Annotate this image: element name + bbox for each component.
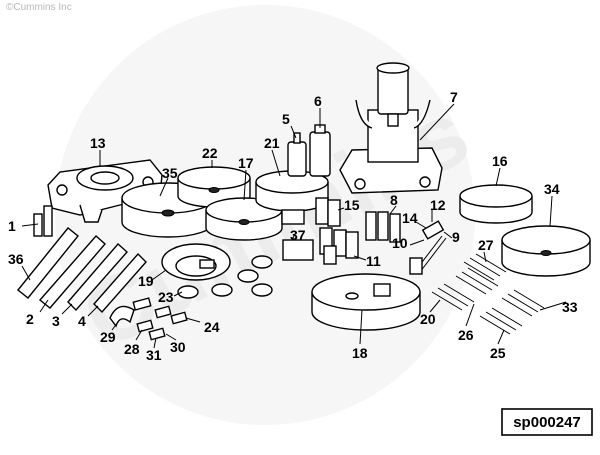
part-pin-sets — [431, 253, 545, 335]
callout-16: 16 — [492, 153, 508, 169]
callout-13: 13 — [90, 135, 106, 151]
callout-14: 14 — [402, 210, 418, 226]
part-5-6-bottles — [287, 124, 331, 177]
part-18-plate — [311, 273, 421, 331]
callout-25: 25 — [490, 345, 506, 361]
callout-8: 8 — [390, 192, 398, 208]
callout-10: 10 — [392, 235, 408, 251]
part-shafts — [17, 227, 147, 314]
callout-31: 31 — [146, 347, 162, 363]
part-15-11-bushings — [315, 197, 359, 265]
callout-5: 5 — [282, 111, 290, 127]
callout-labels: 1 2 3 4 5 6 7 8 9 10 11 12 13 14 15 16 1… — [8, 89, 578, 363]
callout-21: 21 — [264, 135, 280, 151]
callout-6: 6 — [314, 93, 322, 109]
part-9-10-12-14-tools — [409, 220, 447, 275]
copyright-text: ©Cummins Inc — [6, 2, 72, 13]
part-37-block — [281, 209, 314, 261]
part-1-bolts — [33, 205, 53, 237]
callout-3: 3 — [52, 313, 60, 329]
callout-35: 35 — [162, 165, 178, 181]
part-34-disc — [501, 225, 591, 277]
callout-17: 17 — [238, 155, 254, 171]
callout-27: 27 — [478, 237, 494, 253]
callout-37: 37 — [290, 227, 306, 243]
reference-code-box: sp000247 — [501, 408, 593, 436]
callout-34: 34 — [544, 181, 560, 197]
callout-11: 11 — [366, 253, 381, 269]
callout-9: 9 — [452, 229, 460, 245]
callout-24: 24 — [204, 319, 220, 335]
part-16-disc — [459, 184, 533, 224]
callout-20: 20 — [420, 311, 436, 327]
leader-lines — [21, 103, 567, 349]
callout-2: 2 — [26, 311, 34, 327]
callout-33: 33 — [562, 299, 578, 315]
callout-29: 29 — [100, 329, 116, 345]
callout-19: 19 — [138, 273, 154, 289]
part-23-rings — [177, 255, 273, 299]
callout-36: 36 — [8, 251, 24, 267]
callout-23: 23 — [158, 289, 174, 305]
callout-4: 4 — [78, 313, 86, 329]
callout-15: 15 — [344, 197, 360, 213]
part-small-keys — [109, 297, 188, 341]
callout-1: 1 — [8, 218, 16, 234]
part-7-puller — [339, 62, 443, 194]
callout-28: 28 — [124, 341, 140, 357]
callout-12: 12 — [430, 197, 446, 213]
callout-22: 22 — [202, 145, 218, 161]
callout-18: 18 — [352, 345, 368, 361]
part-drawings — [17, 62, 591, 341]
callout-26: 26 — [458, 327, 474, 343]
reference-code: sp000247 — [513, 414, 581, 431]
part-19-plate — [161, 243, 231, 281]
part-8-sleeves — [365, 211, 401, 243]
callout-30: 30 — [170, 339, 186, 355]
callout-7: 7 — [450, 89, 458, 105]
